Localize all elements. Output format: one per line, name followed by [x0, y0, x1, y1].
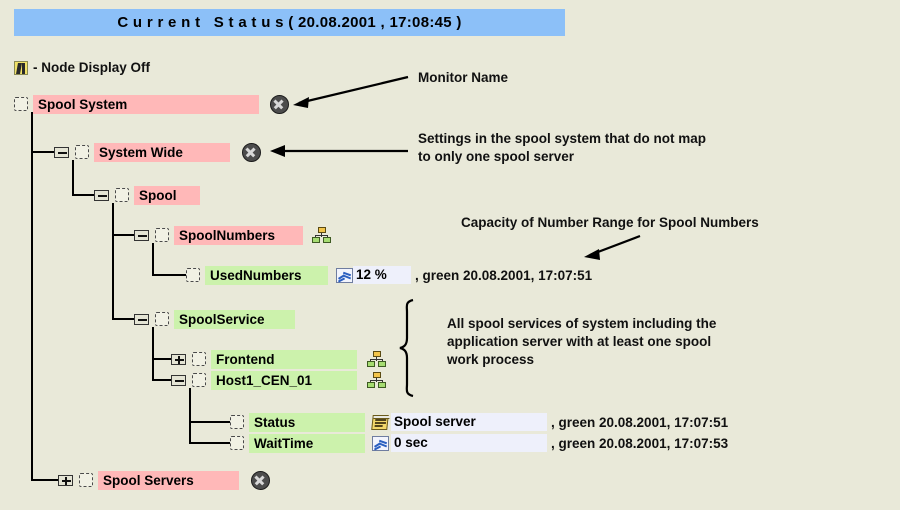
tree-node-label: Spool System: [33, 94, 259, 114]
tree-node-wait-time[interactable]: WaitTime 0 sec , green 20.08.2001, 17:07…: [230, 433, 728, 453]
line-chart-icon[interactable]: [336, 267, 353, 283]
tree-node-label: System Wide: [94, 142, 230, 162]
legend-label: - Node Display Off: [33, 60, 151, 75]
network-hierarchy-icon[interactable]: [312, 226, 331, 244]
focus-box-icon: [186, 268, 200, 282]
tree-node-label: WaitTime: [249, 433, 365, 453]
focus-box-icon: [14, 97, 28, 111]
expander-minus-icon[interactable]: [134, 229, 149, 241]
annotation-capacity-note: Capacity of Number Range for Spool Numbe…: [461, 215, 759, 230]
spool-services-brace: [399, 298, 414, 398]
tree-node-label: SpoolService: [174, 309, 295, 329]
system-wide-arrow: [270, 145, 408, 157]
expander-minus-icon[interactable]: [171, 374, 186, 386]
annotation-system-wide-note: Settings in the spool system that do not…: [418, 131, 707, 164]
tree-node-label: Spool Servers: [98, 470, 239, 490]
expander-minus-icon[interactable]: [134, 313, 149, 325]
network-hierarchy-icon[interactable]: [367, 350, 386, 368]
tree-node-label: UsedNumbers: [205, 265, 328, 285]
tree-node-spool-system[interactable]: Spool System: [14, 94, 289, 114]
focus-box-icon: [192, 373, 206, 387]
tree-node-frontend[interactable]: Frontend: [171, 349, 386, 369]
capacity-note-arrow: [584, 234, 641, 260]
tree-node-status[interactable]: Status Spool server , green 20.08.2001, …: [230, 412, 728, 432]
node-status-text: , green 20.08.2001, 17:07:51: [415, 267, 593, 283]
circle-x-icon[interactable]: [251, 470, 270, 490]
tree-node-label: SpoolNumbers: [174, 225, 303, 245]
tree-node-system-wide[interactable]: System Wide: [54, 142, 261, 162]
node-status-text: , green 20.08.2001, 17:07:53: [551, 435, 729, 451]
node-value: 12 %: [353, 266, 411, 284]
expander-minus-icon[interactable]: [54, 146, 69, 158]
focus-box-icon: [75, 145, 89, 159]
node-value: 0 sec: [391, 434, 547, 452]
tree-node-host1-cen-01[interactable]: Host1_CEN_01: [171, 370, 386, 390]
note-list-icon[interactable]: [371, 414, 389, 430]
legend: - Node Display Off: [14, 60, 150, 75]
tree-node-spool-service[interactable]: SpoolService: [134, 309, 295, 329]
network-hierarchy-icon[interactable]: [367, 371, 386, 389]
focus-box-icon: [230, 415, 244, 429]
focus-box-icon: [192, 352, 206, 366]
monitor-name-arrow: [293, 75, 409, 108]
focus-box-icon: [115, 188, 129, 202]
focus-box-icon: [155, 228, 169, 242]
tree-node-spool[interactable]: Spool: [94, 185, 200, 205]
page-title-bar: C u r r e n t S t a t u s ( 20.08.2001 ,…: [14, 9, 565, 36]
page-title: C u r r e n t S t a t u s ( 20.08.2001 ,…: [117, 14, 462, 31]
annotation-monitor-name: Monitor Name: [418, 70, 509, 85]
tree-node-spool-servers[interactable]: Spool Servers: [58, 470, 270, 490]
focus-box-icon: [230, 436, 244, 450]
tree-node-used-numbers[interactable]: UsedNumbers 12 % , green 20.08.2001, 17:…: [186, 265, 592, 285]
annotation-spool-services-note: All spool services of system including t…: [447, 316, 717, 367]
line-chart-icon[interactable]: [372, 435, 389, 451]
tree-node-label: Spool: [134, 185, 200, 205]
tree-node-label: Host1_CEN_01: [211, 370, 357, 390]
focus-box-icon: [155, 312, 169, 326]
expander-plus-icon[interactable]: [58, 474, 73, 486]
expander-minus-icon[interactable]: [94, 189, 109, 201]
circle-x-icon[interactable]: [270, 94, 289, 114]
circle-x-icon[interactable]: [242, 142, 261, 162]
tree-node-label: Status: [249, 412, 365, 432]
focus-box-icon: [79, 473, 93, 487]
node-display-off-icon: [14, 60, 28, 75]
tree-node-label: Frontend: [211, 349, 357, 369]
expander-plus-icon[interactable]: [171, 353, 186, 365]
tree-node-spool-numbers[interactable]: SpoolNumbers: [134, 225, 331, 245]
node-status-text: , green 20.08.2001, 17:07:51: [551, 414, 729, 430]
node-value: Spool server: [391, 413, 547, 431]
